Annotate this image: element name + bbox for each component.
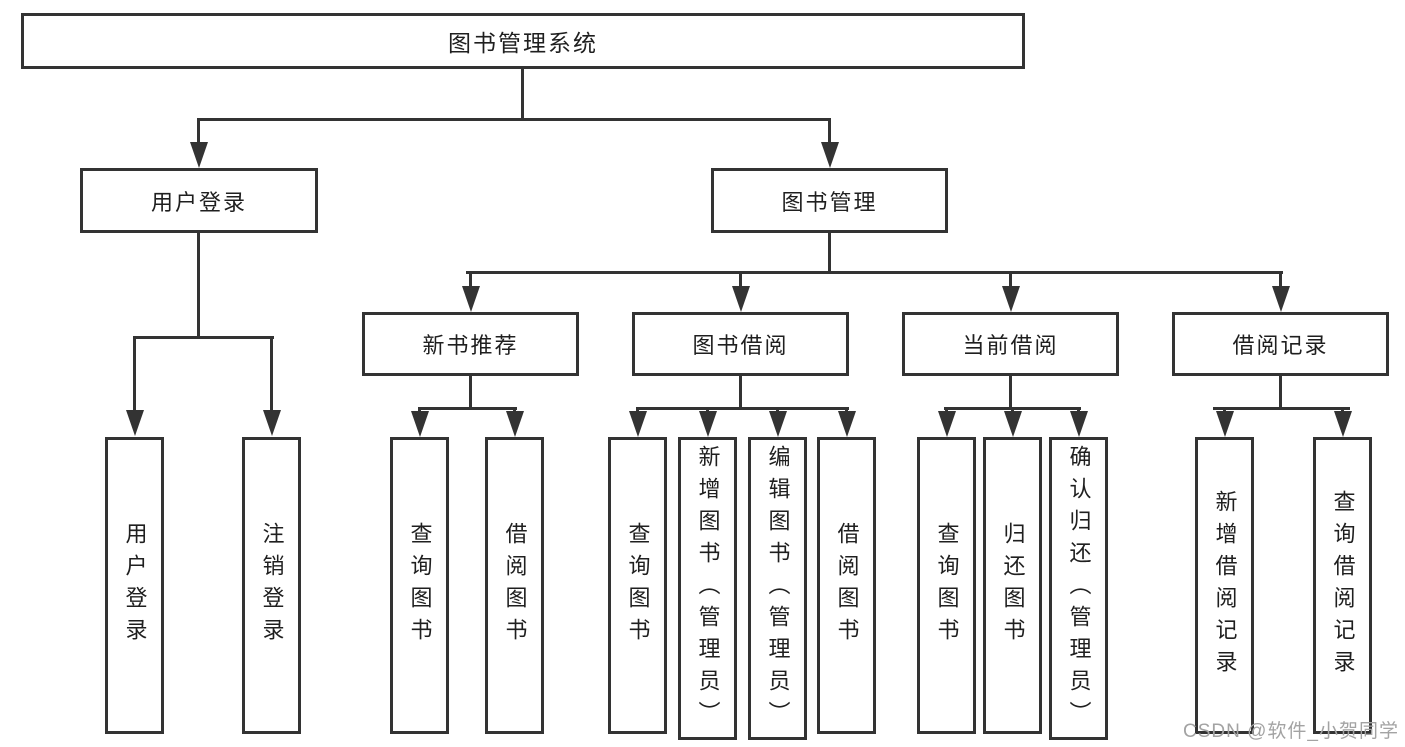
connector-line	[133, 336, 274, 339]
connector-line	[1009, 376, 1012, 407]
connector-line	[521, 69, 524, 118]
leaf-borrow-add-books-admin: 新增图书（管理员）	[678, 437, 737, 740]
node-library-system-label: 图书管理系统	[448, 30, 598, 56]
node-user-login-label: 用户登录	[150, 189, 247, 215]
leaf-current-return-books: 归还图书	[983, 437, 1042, 734]
leaf-logout-login-label: 注销登录	[259, 521, 285, 650]
connector-line	[469, 376, 472, 407]
leaf-current-confirm-return-admin: 确认归还（管理员）	[1049, 437, 1108, 740]
connector-arrow-down	[821, 142, 839, 168]
leaf-borrow-edit-books-admin-label: 编辑图书（管理员）	[765, 444, 791, 733]
node-current-borrow-label: 当前借阅	[962, 333, 1059, 358]
connector-line	[1279, 271, 1282, 289]
connector-arrow-down	[1272, 286, 1290, 312]
connector-line	[197, 118, 831, 121]
node-library-system: 图书管理系统	[21, 13, 1025, 69]
connector-arrow-down	[1334, 411, 1352, 437]
node-borrow-records: 借阅记录	[1172, 312, 1389, 376]
connector-arrow-down	[838, 411, 856, 437]
leaf-borrow-query-books-label: 查询图书	[625, 521, 651, 650]
node-book-management: 图书管理	[711, 168, 948, 233]
connector-line	[1213, 407, 1350, 410]
connector-arrow-down	[629, 411, 647, 437]
node-borrow-records-label: 借阅记录	[1232, 333, 1329, 358]
connector-arrow-down	[938, 411, 956, 437]
connector-arrow-down	[1216, 411, 1234, 437]
leaf-records-query-record-label: 查询借阅记录	[1330, 489, 1356, 682]
connector-arrow-down	[263, 410, 281, 436]
connector-line	[828, 233, 831, 274]
leaf-current-confirm-return-admin-label: 确认归还（管理员）	[1066, 444, 1092, 733]
leaf-newbook-query-books: 查询图书	[390, 437, 449, 734]
leaf-records-add-record: 新增借阅记录	[1195, 437, 1254, 734]
connector-arrow-down	[1070, 411, 1088, 437]
connector-line	[197, 233, 200, 336]
leaf-borrow-query-books: 查询图书	[608, 437, 667, 734]
connector-arrow-down	[1002, 286, 1020, 312]
connector-line	[197, 118, 200, 145]
node-user-login: 用户登录	[80, 168, 318, 233]
leaf-borrow-borrow-books: 借阅图书	[817, 437, 876, 734]
node-current-borrow: 当前借阅	[902, 312, 1119, 376]
node-book-borrow: 图书借阅	[632, 312, 849, 376]
connector-line	[1009, 271, 1012, 289]
node-new-book-recommend: 新书推荐	[362, 312, 579, 376]
csdn-watermark: CSDN @软件_小贺同学	[1183, 721, 1399, 742]
connector-line	[133, 336, 136, 413]
connector-arrow-down	[462, 286, 480, 312]
node-book-management-label: 图书管理	[781, 189, 878, 215]
connector-line	[828, 118, 831, 145]
connector-arrow-down	[732, 286, 750, 312]
connector-arrow-down	[126, 410, 144, 436]
leaf-records-add-record-label: 新增借阅记录	[1212, 489, 1238, 682]
connector-line	[466, 271, 1283, 274]
connector-line	[739, 376, 742, 407]
leaf-borrow-edit-books-admin: 编辑图书（管理员）	[748, 437, 807, 740]
leaf-user-login: 用户登录	[105, 437, 164, 734]
connector-arrow-down	[190, 142, 208, 168]
leaf-current-query-books-label: 查询图书	[934, 521, 960, 650]
node-book-borrow-label: 图书借阅	[692, 333, 789, 358]
leaf-current-return-books-label: 归还图书	[1000, 521, 1026, 650]
connector-line	[469, 271, 472, 289]
connector-line	[739, 271, 742, 289]
leaf-borrow-borrow-books-label: 借阅图书	[834, 521, 860, 650]
connector-line	[636, 407, 849, 410]
connector-line	[1279, 376, 1282, 407]
leaf-newbook-borrow-books: 借阅图书	[485, 437, 544, 734]
leaf-current-query-books: 查询图书	[917, 437, 976, 734]
leaf-borrow-add-books-admin-label: 新增图书（管理员）	[695, 444, 721, 733]
leaf-records-query-record: 查询借阅记录	[1313, 437, 1372, 734]
connector-arrow-down	[1004, 411, 1022, 437]
leaf-logout-login: 注销登录	[242, 437, 301, 734]
node-new-book-recommend-label: 新书推荐	[422, 333, 519, 358]
connector-arrow-down	[769, 411, 787, 437]
connector-arrow-down	[411, 411, 429, 437]
leaf-user-login-label: 用户登录	[122, 521, 148, 650]
leaf-newbook-query-books-label: 查询图书	[407, 521, 433, 650]
connector-arrow-down	[699, 411, 717, 437]
connector-line	[418, 407, 517, 410]
connector-line	[270, 336, 273, 413]
connector-arrow-down	[506, 411, 524, 437]
leaf-newbook-borrow-books-label: 借阅图书	[502, 521, 528, 650]
